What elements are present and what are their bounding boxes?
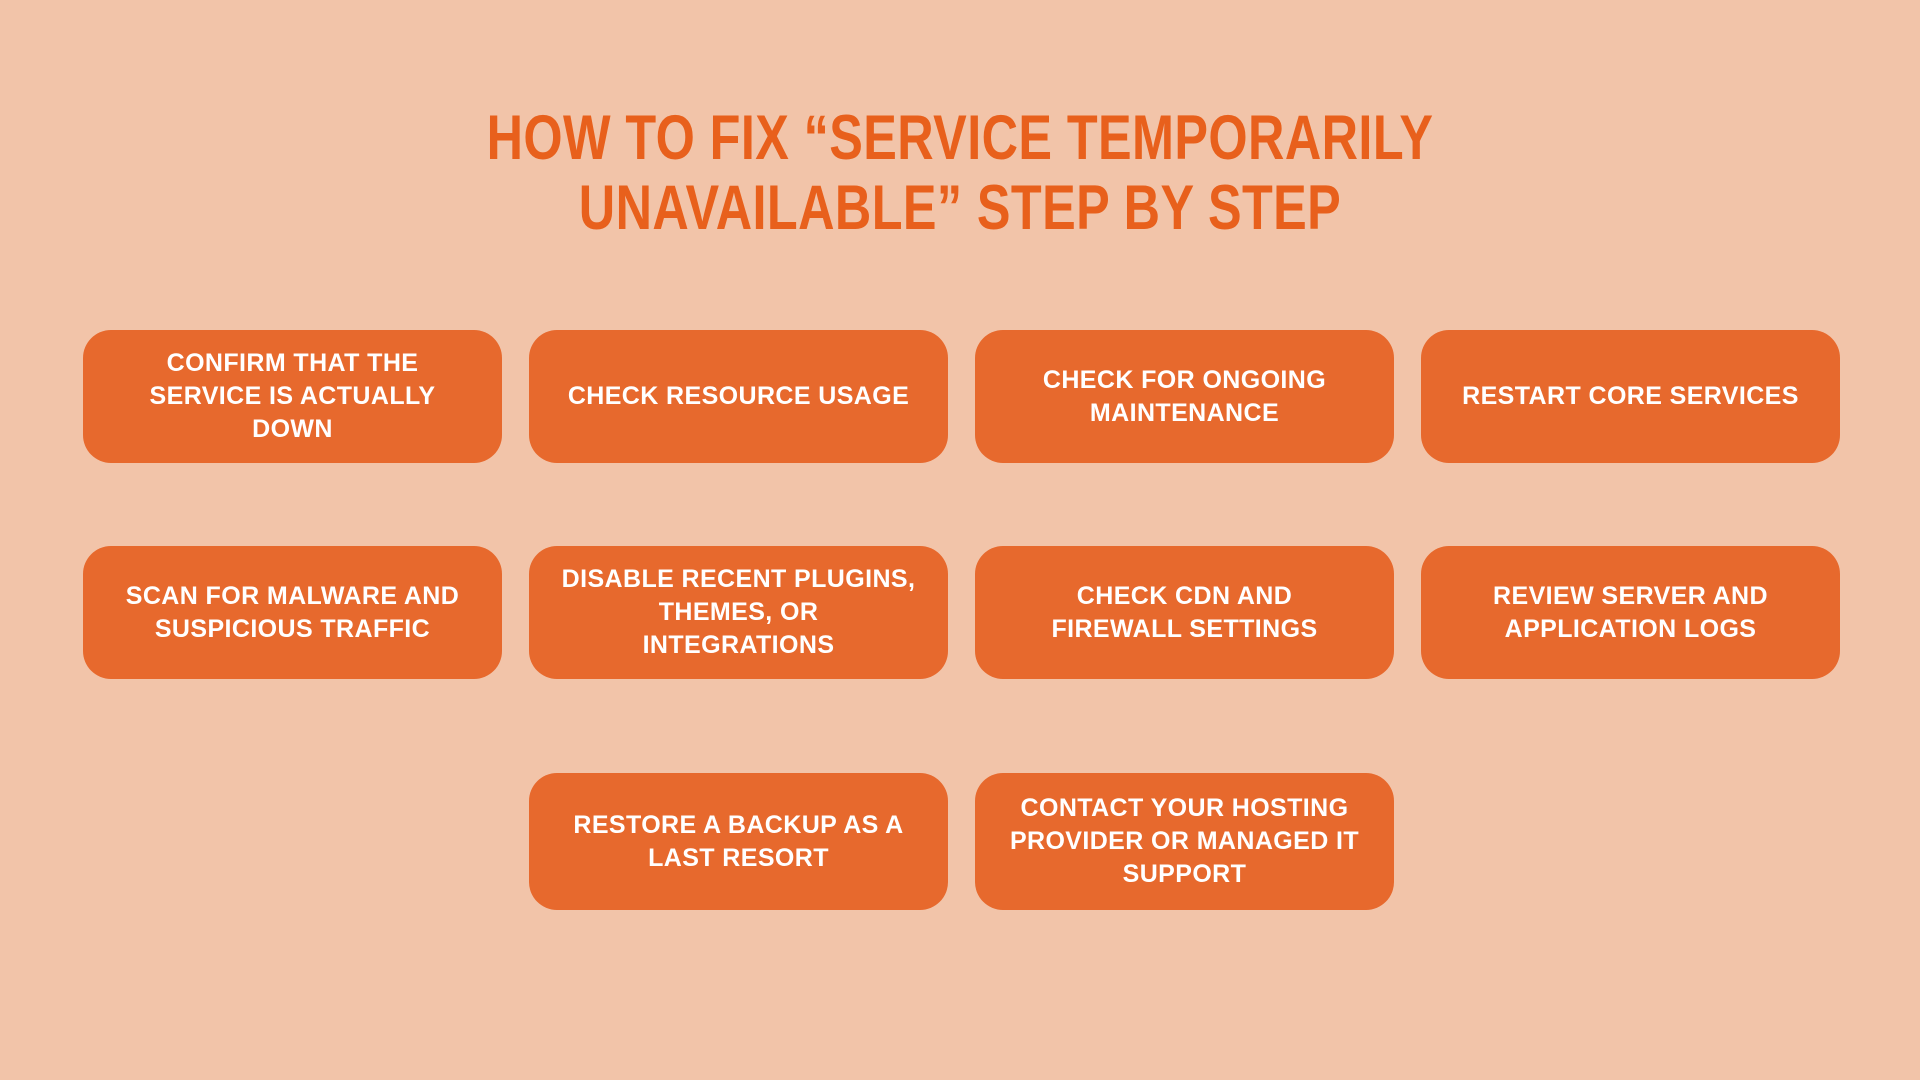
step-label-line: SERVICE IS ACTUALLY xyxy=(149,382,436,410)
step-card-check-cdn-firewall: CHECK CDN AND FIREWALL SETTINGS xyxy=(975,546,1394,679)
steps-row-1: CONFIRM THAT THE SERVICE IS ACTUALLY DOW… xyxy=(83,330,1840,463)
step-label-line: DISABLE RECENT PLUGINS, xyxy=(561,565,916,593)
step-label-line: CHECK RESOURCE USAGE xyxy=(567,382,910,410)
step-label-line: CHECK FOR ONGOING xyxy=(1042,365,1327,394)
steps-row-3: RESTORE A BACKUP AS A LAST RESORT CONTAC… xyxy=(529,773,1394,910)
step-label-line: CONTACT YOUR HOSTING xyxy=(1020,794,1349,822)
page-title-line-1: HOW TO FIX “SERVICE TEMPORARILY xyxy=(486,103,1434,173)
step-label-line: RESTART CORE SERVICES xyxy=(1462,382,1799,410)
step-label-line: MAINTENANCE xyxy=(1089,398,1280,427)
step-label: CONTACT YOUR HOSTING PROVIDER OR MANAGED… xyxy=(1010,792,1359,891)
step-card-restart-core-services: RESTART CORE SERVICES xyxy=(1421,330,1840,463)
page-title: HOW TO FIX “SERVICE TEMPORARILY UNAVAILA… xyxy=(0,103,1920,244)
step-label-line: CONFIRM THAT THE xyxy=(166,349,419,377)
step-label-line: REVIEW SERVER AND xyxy=(1493,581,1768,610)
step-label-line: RESTORE A BACKUP AS A xyxy=(573,810,904,839)
step-label: RESTORE A BACKUP AS A LAST RESORT xyxy=(573,809,903,875)
step-label: CONFIRM THAT THE SERVICE IS ACTUALLY DOW… xyxy=(150,347,436,446)
step-label-line: SCAN FOR MALWARE AND xyxy=(125,581,460,610)
step-card-disable-recent-plugins: DISABLE RECENT PLUGINS, THEMES, OR INTEG… xyxy=(529,546,948,679)
step-label-line: THEMES, OR xyxy=(658,598,819,626)
page-title-line-2: UNAVAILABLE” STEP BY STEP xyxy=(578,172,1342,243)
step-label-line: SUPPORT xyxy=(1122,860,1247,888)
step-label: CHECK RESOURCE USAGE xyxy=(568,380,909,413)
step-label: SCAN FOR MALWARE AND SUSPICIOUS TRAFFIC xyxy=(126,580,459,646)
step-label-line: PROVIDER OR MANAGED IT xyxy=(1009,827,1360,855)
step-label-line: DOWN xyxy=(252,415,333,443)
step-label-line: APPLICATION LOGS xyxy=(1504,614,1757,643)
step-label-line: INTEGRATIONS xyxy=(642,631,835,659)
step-card-check-resource-usage: CHECK RESOURCE USAGE xyxy=(529,330,948,463)
step-label-line: SUSPICIOUS TRAFFIC xyxy=(154,614,431,643)
step-card-review-server-logs: REVIEW SERVER AND APPLICATION LOGS xyxy=(1421,546,1840,679)
step-card-restore-backup: RESTORE A BACKUP AS A LAST RESORT xyxy=(529,773,948,910)
step-label: CHECK FOR ONGOING MAINTENANCE xyxy=(1043,364,1326,430)
step-card-confirm-service-down: CONFIRM THAT THE SERVICE IS ACTUALLY DOW… xyxy=(83,330,502,463)
step-card-scan-for-malware: SCAN FOR MALWARE AND SUSPICIOUS TRAFFIC xyxy=(83,546,502,679)
step-label: REVIEW SERVER AND APPLICATION LOGS xyxy=(1493,580,1768,646)
steps-row-2: SCAN FOR MALWARE AND SUSPICIOUS TRAFFIC … xyxy=(83,546,1840,679)
step-label: DISABLE RECENT PLUGINS, THEMES, OR INTEG… xyxy=(562,563,916,662)
step-label-line: LAST RESORT xyxy=(648,843,829,872)
step-label-line: FIREWALL SETTINGS xyxy=(1051,614,1318,643)
step-card-contact-hosting-provider: CONTACT YOUR HOSTING PROVIDER OR MANAGED… xyxy=(975,773,1394,910)
step-label-line: CHECK CDN AND xyxy=(1076,581,1293,610)
step-label: RESTART CORE SERVICES xyxy=(1462,380,1799,413)
step-label: CHECK CDN AND FIREWALL SETTINGS xyxy=(1051,580,1317,646)
step-card-check-ongoing-maintenance: CHECK FOR ONGOING MAINTENANCE xyxy=(975,330,1394,463)
